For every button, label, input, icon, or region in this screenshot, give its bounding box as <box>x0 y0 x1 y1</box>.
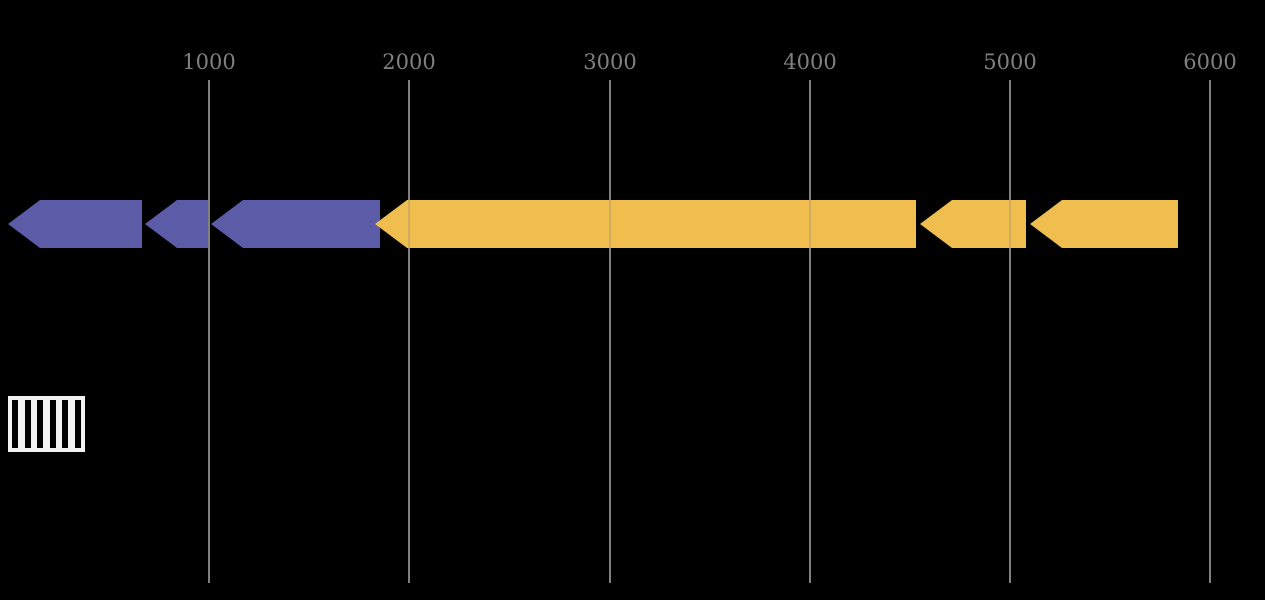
axis-tick-label: 6000 <box>1183 50 1237 74</box>
gene-feature-arrow[interactable] <box>375 200 916 248</box>
legend-stripe <box>49 400 56 448</box>
axis-tick-label: 3000 <box>583 50 637 74</box>
axis-tick-label: 2000 <box>382 50 436 74</box>
axis-tick-label: 5000 <box>983 50 1037 74</box>
axis-gridline <box>408 80 410 583</box>
axis-gridline <box>809 80 811 583</box>
axis-gridline-overlay <box>609 200 611 248</box>
axis-gridline-overlay <box>809 200 811 248</box>
gene-feature-arrow[interactable] <box>145 200 208 248</box>
gene-feature-arrow[interactable] <box>1030 200 1178 248</box>
legend-stripe <box>74 400 81 448</box>
axis-tick-label: 4000 <box>783 50 837 74</box>
axis-gridline-overlay <box>1209 200 1211 248</box>
legend-stripe <box>12 400 19 448</box>
legend-stripe <box>37 400 44 448</box>
legend-stripe <box>62 400 69 448</box>
axis-gridline <box>1209 80 1211 583</box>
axis-gridline <box>208 80 210 583</box>
axis-gridline-overlay <box>1009 200 1011 248</box>
axis-gridline <box>609 80 611 583</box>
axis-tick-label: 1000 <box>182 50 236 74</box>
gene-feature-arrow[interactable] <box>920 200 1026 248</box>
axis-gridline-overlay <box>208 200 210 248</box>
gene-feature-arrow[interactable] <box>8 200 142 248</box>
striped-legend-swatch[interactable] <box>8 396 85 452</box>
axis-gridline-overlay <box>408 200 410 248</box>
gene-feature-arrow[interactable] <box>211 200 380 248</box>
axis-gridline <box>1009 80 1011 583</box>
legend-stripe <box>24 400 31 448</box>
